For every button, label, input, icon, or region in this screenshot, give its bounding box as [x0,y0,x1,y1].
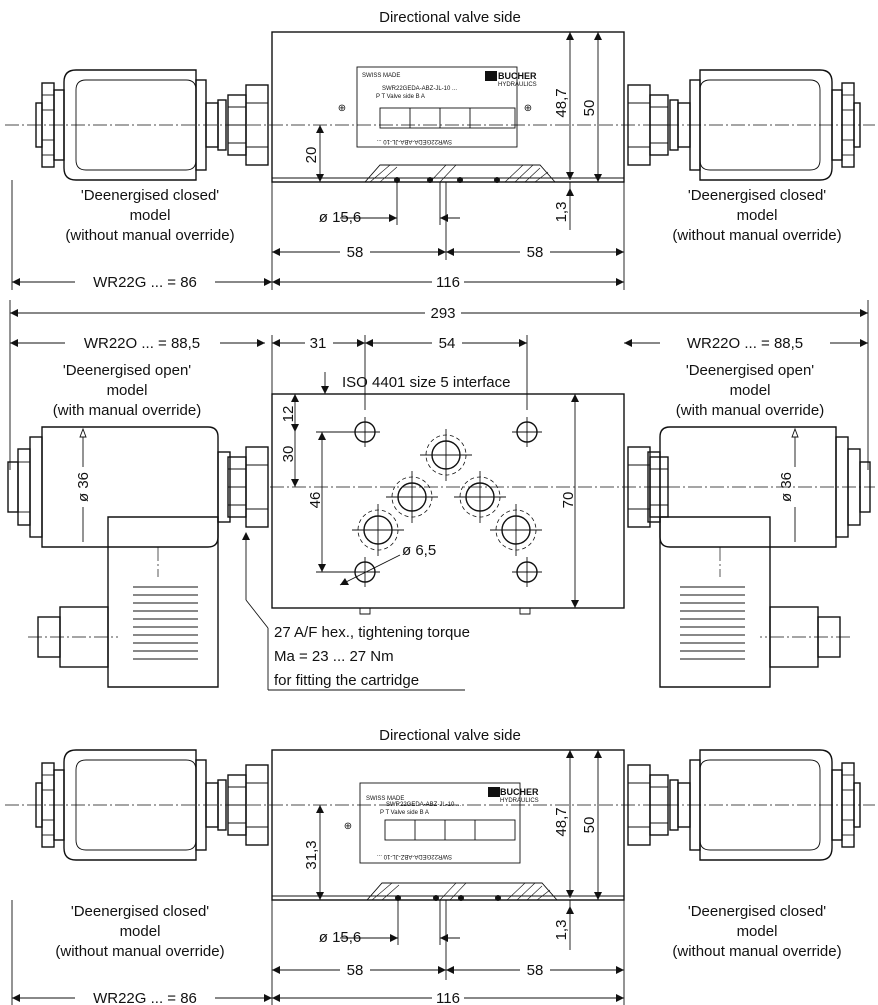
svg-text:58: 58 [527,244,544,261]
svg-text:⊕: ⊕ [524,103,532,114]
middle-view: 293 WR22O ... = 88,5 31 54 WR22O ... = 8… [7,300,875,691]
svg-text:'Deenergised open': 'Deenergised open' [686,362,814,379]
svg-text:(with manual override): (with manual override) [53,402,201,419]
svg-text:'Deenergised open': 'Deenergised open' [63,362,191,379]
svg-text:27 A/F hex., tightening torque: 27 A/F hex., tightening torque [274,624,470,641]
svg-text:'Deenergised closed': 'Deenergised closed' [81,187,219,204]
svg-text:model: model [737,923,778,940]
svg-text:'Deenergised closed': 'Deenergised closed' [688,903,826,920]
svg-text:58: 58 [347,244,364,261]
svg-text:WR22G ... = 86: WR22G ... = 86 [93,274,197,291]
svg-text:BUCHER: BUCHER [500,787,539,797]
svg-text:ø 36: ø 36 [75,472,92,502]
svg-text:46: 46 [307,492,324,509]
svg-text:⊕: ⊕ [344,821,352,832]
svg-text:SWR22GEDA-ABZ-JL-10 ...: SWR22GEDA-ABZ-JL-10 ... [386,802,461,808]
svg-text:HYDRAULICS: HYDRAULICS [498,82,537,88]
svg-text:(with manual override): (with manual override) [676,402,824,419]
svg-text:31: 31 [310,335,327,352]
top-caption: Directional valve side [379,9,521,26]
svg-text:48,7: 48,7 [553,807,570,836]
svg-text:54: 54 [439,335,456,352]
svg-text:ø 6,5: ø 6,5 [402,542,436,559]
top-view: Directional valve side SWISS MADE BUCHER… [5,9,875,291]
svg-text:SWR22GEDA-ABA-JL-10 ...: SWR22GEDA-ABA-JL-10 ... [376,138,452,144]
svg-text:BUCHER: BUCHER [498,71,537,81]
svg-text:SWISS MADE: SWISS MADE [362,73,400,79]
svg-text:'Deenergised closed': 'Deenergised closed' [71,903,209,920]
svg-text:Directional valve side: Directional valve side [379,727,521,744]
svg-text:(without manual override): (without manual override) [55,943,224,960]
svg-text:ISO 4401 size 5 interface: ISO 4401 size 5 interface [342,374,510,391]
valve-body-bottom [271,749,625,901]
svg-text:for fitting the cartridge: for fitting the cartridge [274,672,419,689]
svg-text:116: 116 [436,274,460,291]
svg-text:(without manual override): (without manual override) [65,227,234,244]
svg-text:model: model [737,207,778,224]
svg-text:(without manual override): (without manual override) [672,227,841,244]
svg-text:116: 116 [436,990,460,1005]
svg-text:1,3: 1,3 [553,202,570,223]
svg-text:70: 70 [560,492,577,509]
svg-text:WR22O ... = 88,5: WR22O ... = 88,5 [84,335,200,352]
svg-text:WR22G ... = 86: WR22G ... = 86 [93,990,197,1005]
svg-text:model: model [730,382,771,399]
bottom-view: Directional valve side SWISS MADE BUCHER… [5,727,875,1005]
svg-text:Ma = 23 ... 27 Nm: Ma = 23 ... 27 Nm [274,648,394,665]
svg-text:WR22O ... = 88,5: WR22O ... = 88,5 [687,335,803,352]
svg-text:50: 50 [581,817,598,834]
svg-text:ø 36: ø 36 [778,472,795,502]
svg-text:ø 15,6: ø 15,6 [319,929,362,946]
svg-text:31,3: 31,3 [303,840,320,869]
svg-text:P T Valve side B: P T Valve side B A [376,94,425,100]
svg-text:model: model [130,207,171,224]
valve-body-top [271,31,625,183]
svg-text:48,7: 48,7 [553,88,570,117]
svg-text:58: 58 [347,962,364,979]
svg-text:SWR22GEDA-ABZ-JL-10 ...: SWR22GEDA-ABZ-JL-10 ... [382,86,457,92]
svg-text:HYDRAULICS: HYDRAULICS [500,798,539,804]
nameplate-top: SWISS MADE BUCHER HYDRAULICS SWR22GEDA-A… [338,66,537,148]
svg-text:⊕: ⊕ [338,103,346,114]
svg-text:model: model [120,923,161,940]
svg-text:model: model [107,382,148,399]
svg-text:58: 58 [527,962,544,979]
svg-text:P T Valve side B: P T Valve side B A [380,810,429,816]
svg-text:(without manual override): (without manual override) [672,943,841,960]
svg-text:'Deenergised closed': 'Deenergised closed' [688,187,826,204]
svg-text:SWR22GEDA-ABZ-JL-10 ...: SWR22GEDA-ABZ-JL-10 ... [377,853,452,859]
nameplate-bottom: SWISS MADE BUCHER HYDRAULICS SWR22GEDA-A… [344,782,539,864]
svg-text:50: 50 [581,100,598,117]
svg-text:ø 15,6: ø 15,6 [319,209,362,226]
svg-text:12: 12 [280,406,297,423]
valve-body-middle [271,393,625,609]
svg-text:20: 20 [303,147,320,164]
svg-text:SWISS MADE: SWISS MADE [366,796,404,802]
dim-overall: 293 [430,305,455,322]
svg-text:30: 30 [280,446,297,463]
svg-text:1,3: 1,3 [553,920,570,941]
